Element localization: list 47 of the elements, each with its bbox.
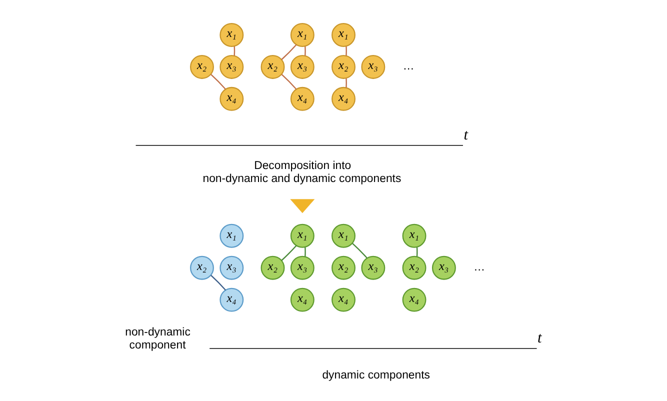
node-circle: x₄ — [331, 288, 355, 312]
connector — [345, 46, 346, 56]
node-circle: x₃ — [431, 256, 456, 280]
label: Decomposition into non-dynamic and dynamic components — [202, 160, 401, 185]
node-circle: x₂ — [260, 54, 284, 79]
node-circle: x₄ — [331, 86, 355, 111]
node-circle: x₂ — [402, 256, 426, 280]
connector — [280, 44, 296, 60]
node-circle: x₁ — [402, 224, 426, 248]
node-circle: x₃ — [290, 256, 314, 280]
node-circle: x₄ — [290, 86, 314, 111]
node-circle: x₄ — [219, 288, 244, 312]
label: … — [473, 262, 485, 274]
node-circle: x₂ — [331, 54, 355, 79]
connector — [210, 274, 226, 291]
node-circle: x₄ — [402, 288, 426, 312]
label: non-dynamic component — [124, 326, 190, 352]
connector — [352, 242, 368, 259]
connector — [416, 247, 418, 257]
node-circle: x₃ — [360, 54, 385, 79]
node-circle: x₁ — [331, 224, 355, 248]
node-circle: x₂ — [260, 256, 284, 280]
label: t — [537, 329, 542, 346]
node-circle: x₄ — [219, 86, 244, 111]
node-circle: x₂ — [331, 256, 355, 280]
node-circle: x₃ — [219, 256, 244, 280]
node-circle: x₁ — [290, 23, 314, 47]
connector — [280, 245, 296, 261]
node-circle: x₁ — [219, 224, 244, 248]
node-circle: x₃ — [219, 54, 244, 79]
node-circle: x₁ — [219, 23, 244, 47]
label: dynamic components — [322, 370, 430, 382]
node-circle: x₁ — [331, 23, 355, 47]
connector — [304, 247, 306, 257]
node-circle: x₃ — [290, 54, 314, 79]
label: t — [463, 126, 468, 144]
node-circle: x₃ — [360, 256, 385, 280]
label: … — [402, 60, 414, 73]
node-circle: x₁ — [290, 224, 314, 248]
connector — [345, 78, 346, 88]
connector — [210, 74, 226, 90]
connector — [280, 74, 296, 90]
connector — [304, 46, 306, 56]
node-circle: x₂ — [190, 256, 214, 280]
node-circle: x₄ — [290, 288, 314, 312]
node-circle: x₂ — [190, 54, 214, 79]
connector — [233, 46, 235, 56]
